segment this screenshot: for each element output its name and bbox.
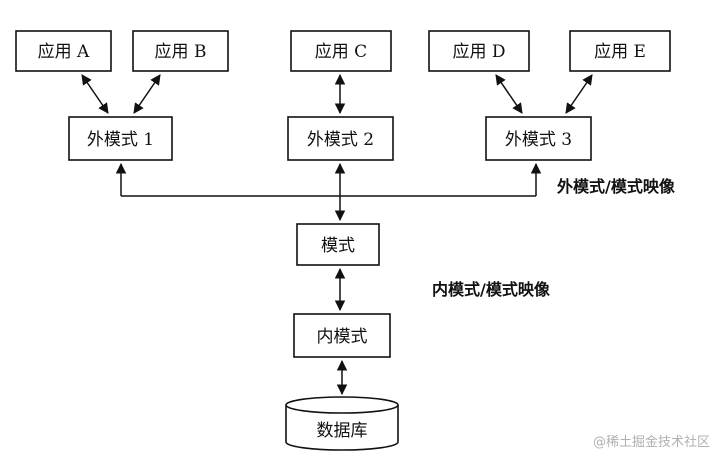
external-mapping-label: 外模式/模式映像 bbox=[556, 177, 676, 196]
external-schema-3-node: 外模式 3 bbox=[485, 116, 592, 161]
arrow-app-d-ext3 bbox=[495, 74, 523, 114]
arrow-app-b-ext1 bbox=[133, 74, 161, 114]
external-schema-2-label: 外模式 2 bbox=[307, 130, 374, 150]
app-a-node: 应用 A bbox=[15, 30, 112, 72]
schema-node: 模式 bbox=[296, 223, 380, 266]
app-e-node: 应用 E bbox=[569, 30, 671, 72]
app-c-label: 应用 C bbox=[315, 42, 367, 62]
external-schema-1-node: 外模式 1 bbox=[68, 116, 173, 161]
watermark-text: @稀土掘金技术社区 bbox=[593, 434, 710, 450]
app-b-label: 应用 B bbox=[155, 42, 207, 62]
app-d-node: 应用 D bbox=[428, 30, 530, 72]
app-d-label: 应用 D bbox=[452, 42, 505, 62]
app-a-label: 应用 A bbox=[38, 42, 90, 62]
internal-schema-node: 内模式 bbox=[293, 313, 391, 358]
external-schema-3-label: 外模式 3 bbox=[505, 130, 572, 150]
app-c-node: 应用 C bbox=[290, 30, 392, 72]
internal-schema-label: 内模式 bbox=[317, 327, 368, 347]
database-label: 数据库 bbox=[317, 421, 368, 441]
database-cylinder: 数据库 bbox=[285, 396, 399, 451]
app-b-node: 应用 B bbox=[132, 30, 229, 72]
arrow-app-e-ext3 bbox=[565, 74, 593, 114]
internal-mapping-label: 内模式/模式映像 bbox=[432, 280, 551, 299]
schema-label: 模式 bbox=[321, 236, 355, 256]
external-schema-1-label: 外模式 1 bbox=[87, 130, 154, 150]
arrow-app-a-ext1 bbox=[81, 74, 109, 114]
app-e-label: 应用 E bbox=[594, 42, 646, 62]
external-schema-2-node: 外模式 2 bbox=[287, 116, 394, 161]
